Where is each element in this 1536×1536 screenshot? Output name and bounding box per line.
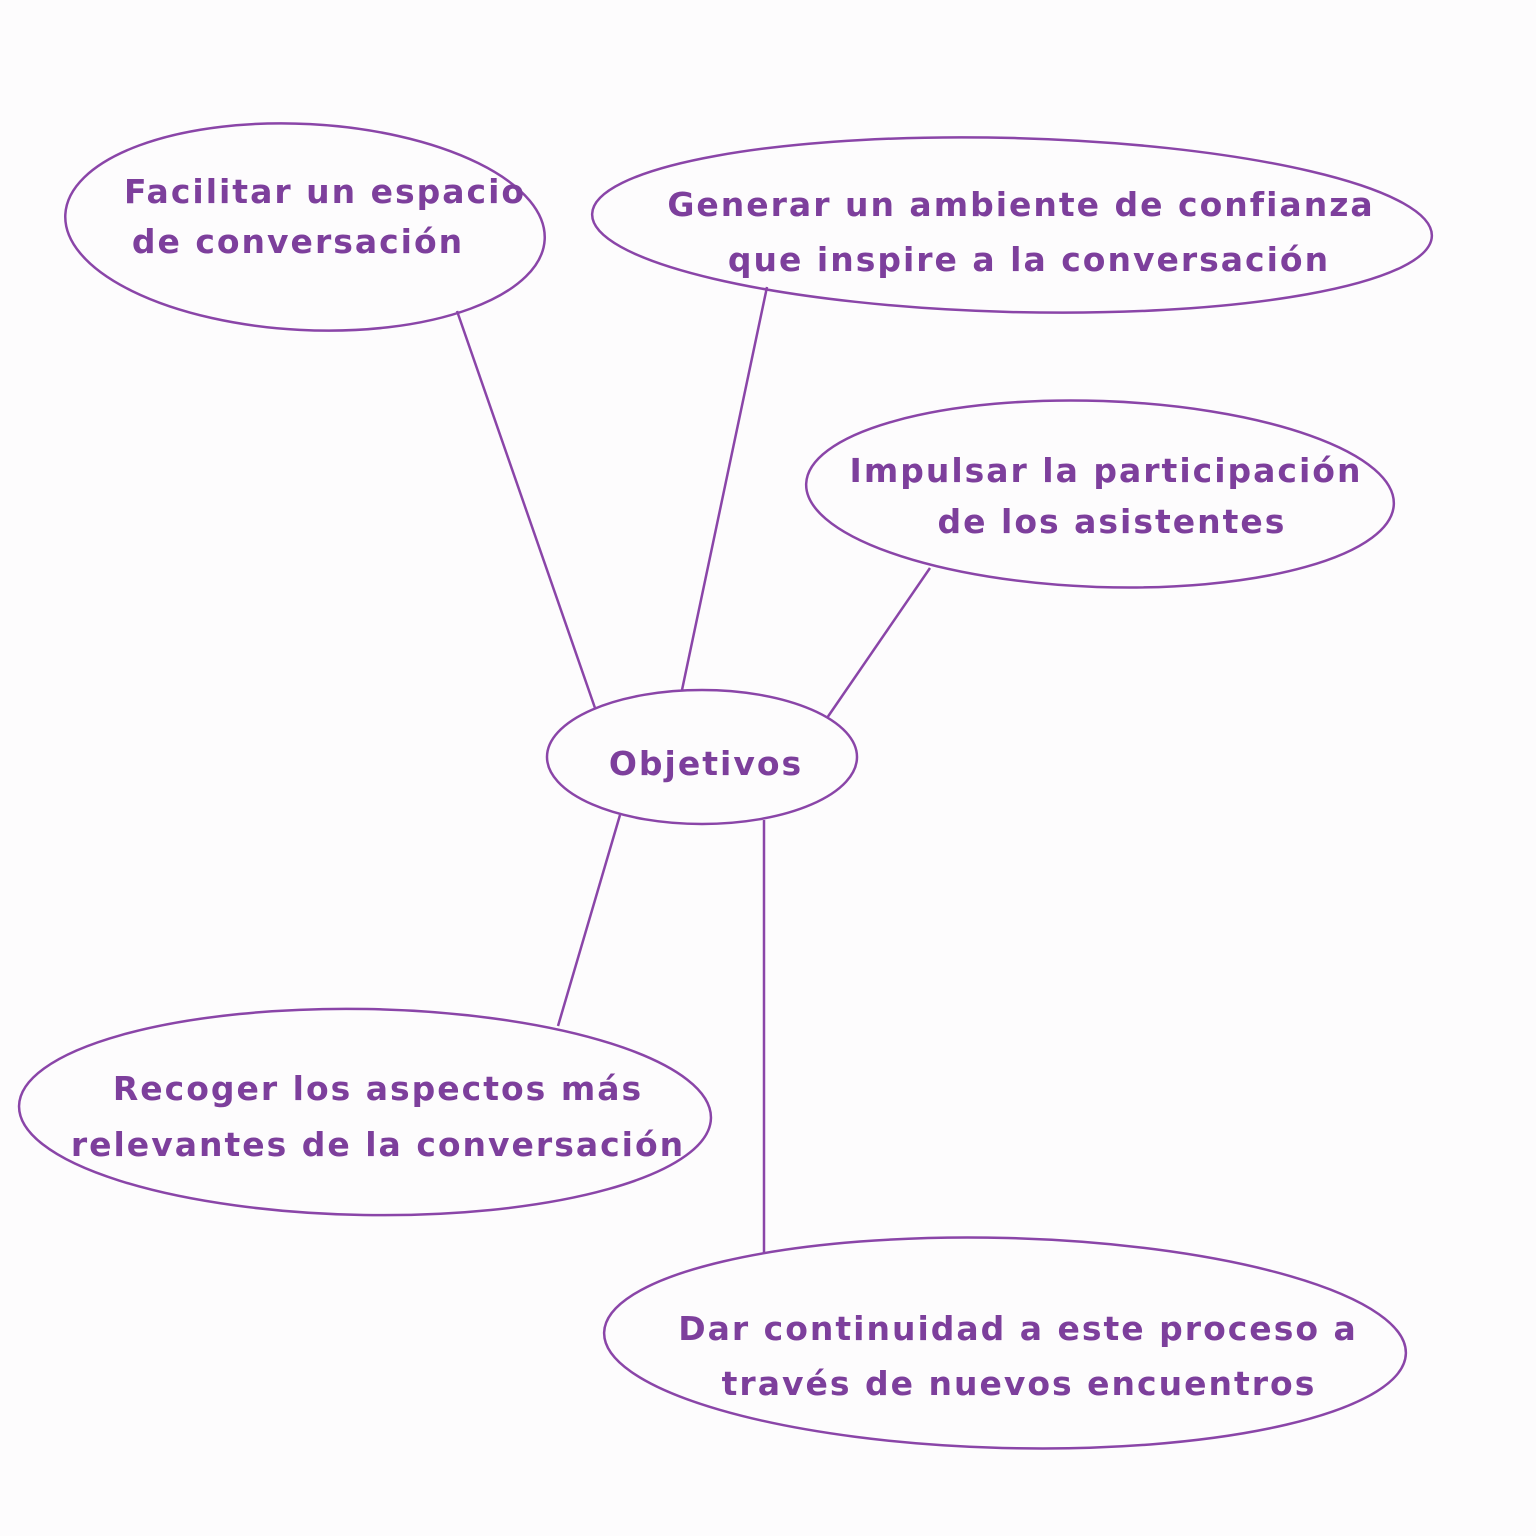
connector-impulsar [825, 567, 932, 719]
node-ellipse [17, 1007, 713, 1217]
connector-facilitar [455, 310, 597, 709]
node-generar: Generar un ambiente de confianza que ins… [590, 136, 1434, 314]
node-ellipse [64, 122, 546, 332]
node-dar: Dar continuidad a este proceso a través … [602, 1236, 1408, 1450]
connector-recoger [556, 814, 622, 1027]
node-ellipse [804, 399, 1396, 589]
connector-generar [680, 286, 769, 691]
node-ellipse [590, 136, 1434, 314]
center-label: Objetivos [609, 744, 803, 783]
center-node: Objetivos [545, 688, 859, 826]
node-label-line: de los asistentes [938, 502, 1287, 541]
node-label-line: Recoger los aspectos más [113, 1069, 643, 1108]
node-label-line: Dar continuidad a este proceso a [678, 1309, 1358, 1348]
node-recoger: Recoger los aspectos más relevantes de l… [17, 1007, 713, 1217]
node-label-line: que inspire a la conversación [728, 240, 1330, 279]
center-ellipse [545, 688, 859, 826]
node-label-line: de conversación [132, 222, 464, 261]
node-impulsar: Impulsar la participación de los asisten… [804, 399, 1396, 589]
node-facilitar: Facilitar un espacio de conversación [64, 122, 546, 332]
node-label-line: relevantes de la conversación [71, 1125, 685, 1164]
node-ellipse [602, 1236, 1408, 1450]
node-label-line: Impulsar la participación [850, 451, 1363, 490]
node-label-line: Facilitar un espacio [124, 172, 526, 211]
node-label-line: través de nuevos encuentros [722, 1364, 1317, 1403]
node-label-line: Generar un ambiente de confianza [667, 185, 1374, 224]
